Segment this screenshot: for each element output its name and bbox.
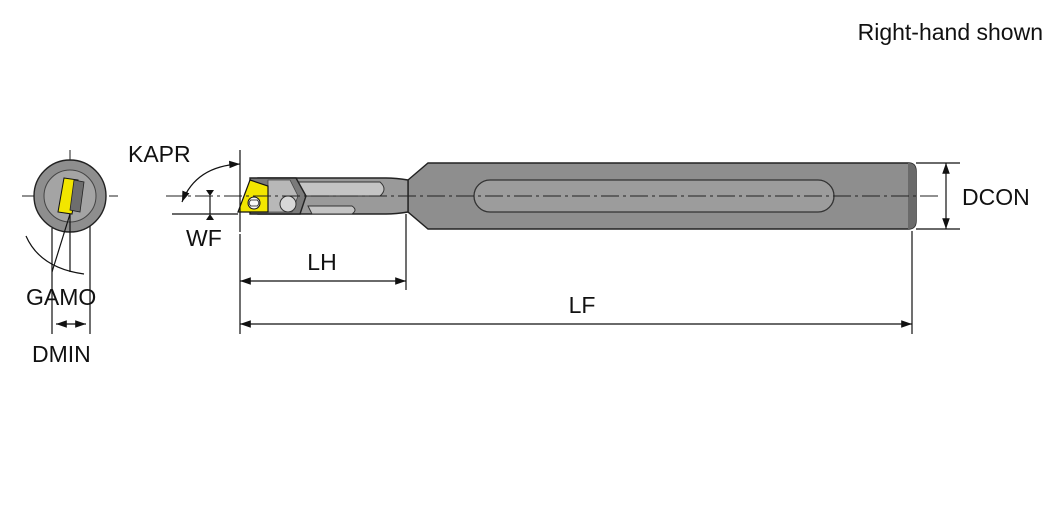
dcon-label: DCON xyxy=(962,184,1030,210)
kapr-angle-arc xyxy=(181,160,241,203)
kapr-label: KAPR xyxy=(128,141,191,167)
right-hand-shown-note: Right-hand shown xyxy=(858,19,1043,45)
dmin-label: DMIN xyxy=(32,341,91,367)
wf-label: WF xyxy=(186,225,222,251)
gamo-label: GAMO xyxy=(26,284,96,310)
lf-label: LF xyxy=(569,292,596,318)
insert-screw xyxy=(247,196,261,210)
end-view xyxy=(22,150,118,334)
lh-label: LH xyxy=(307,249,336,275)
